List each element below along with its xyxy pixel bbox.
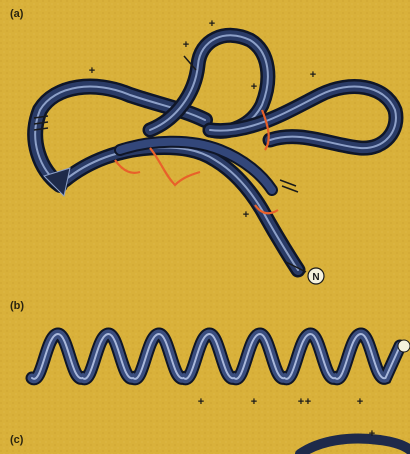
charge-a2: + xyxy=(209,18,215,30)
charge-a5: + xyxy=(310,69,316,81)
panel-c-label: (c) xyxy=(10,434,23,446)
charge-b2: + xyxy=(251,396,257,408)
charge-b1: + xyxy=(198,396,204,408)
charge-b4: + xyxy=(305,396,311,408)
panel-a-label: (a) xyxy=(10,8,23,20)
charge-c1: + xyxy=(369,428,375,440)
charge-a6: + xyxy=(243,209,249,221)
charge-a4: + xyxy=(251,81,257,93)
panel-b-label: (b) xyxy=(10,300,24,312)
charge-b3: + xyxy=(298,396,304,408)
charge-a3: + xyxy=(183,39,189,51)
n-terminus-label: N xyxy=(312,272,319,283)
helix-end-marker xyxy=(398,340,410,352)
charge-b5: + xyxy=(357,396,363,408)
charge-a1: + xyxy=(89,65,95,77)
